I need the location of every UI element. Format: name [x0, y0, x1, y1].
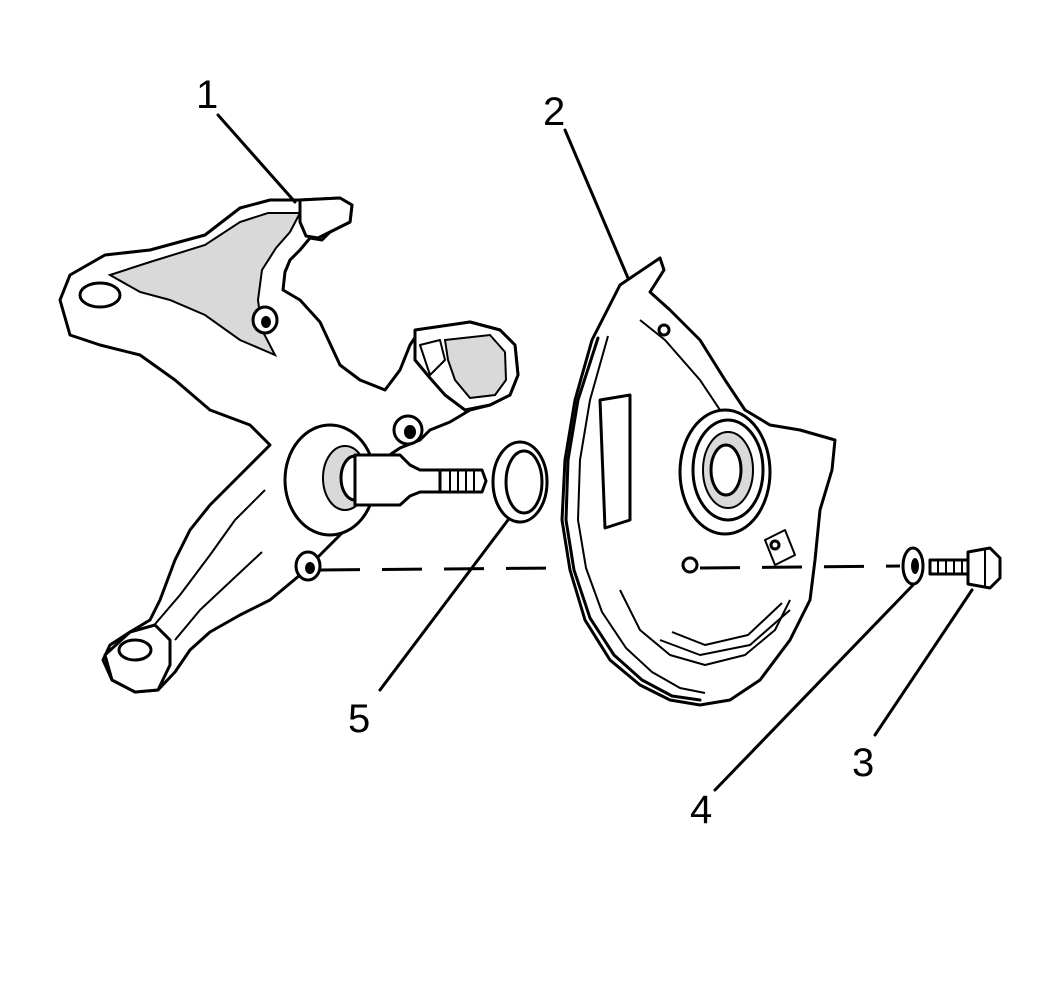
callout-2: 2 — [543, 90, 565, 134]
callout-1: 1 — [196, 73, 218, 117]
leader-lines — [216, 113, 974, 792]
callout-5: 5 — [348, 697, 370, 741]
seal-ring — [491, 440, 549, 524]
splash-shield — [560, 256, 837, 707]
callout-3: 3 — [852, 741, 874, 785]
washer — [901, 546, 925, 586]
callout-4: 4 — [690, 788, 712, 832]
alignment-line — [319, 564, 901, 572]
steering-knuckle — [58, 196, 520, 694]
bolt — [928, 546, 1002, 590]
